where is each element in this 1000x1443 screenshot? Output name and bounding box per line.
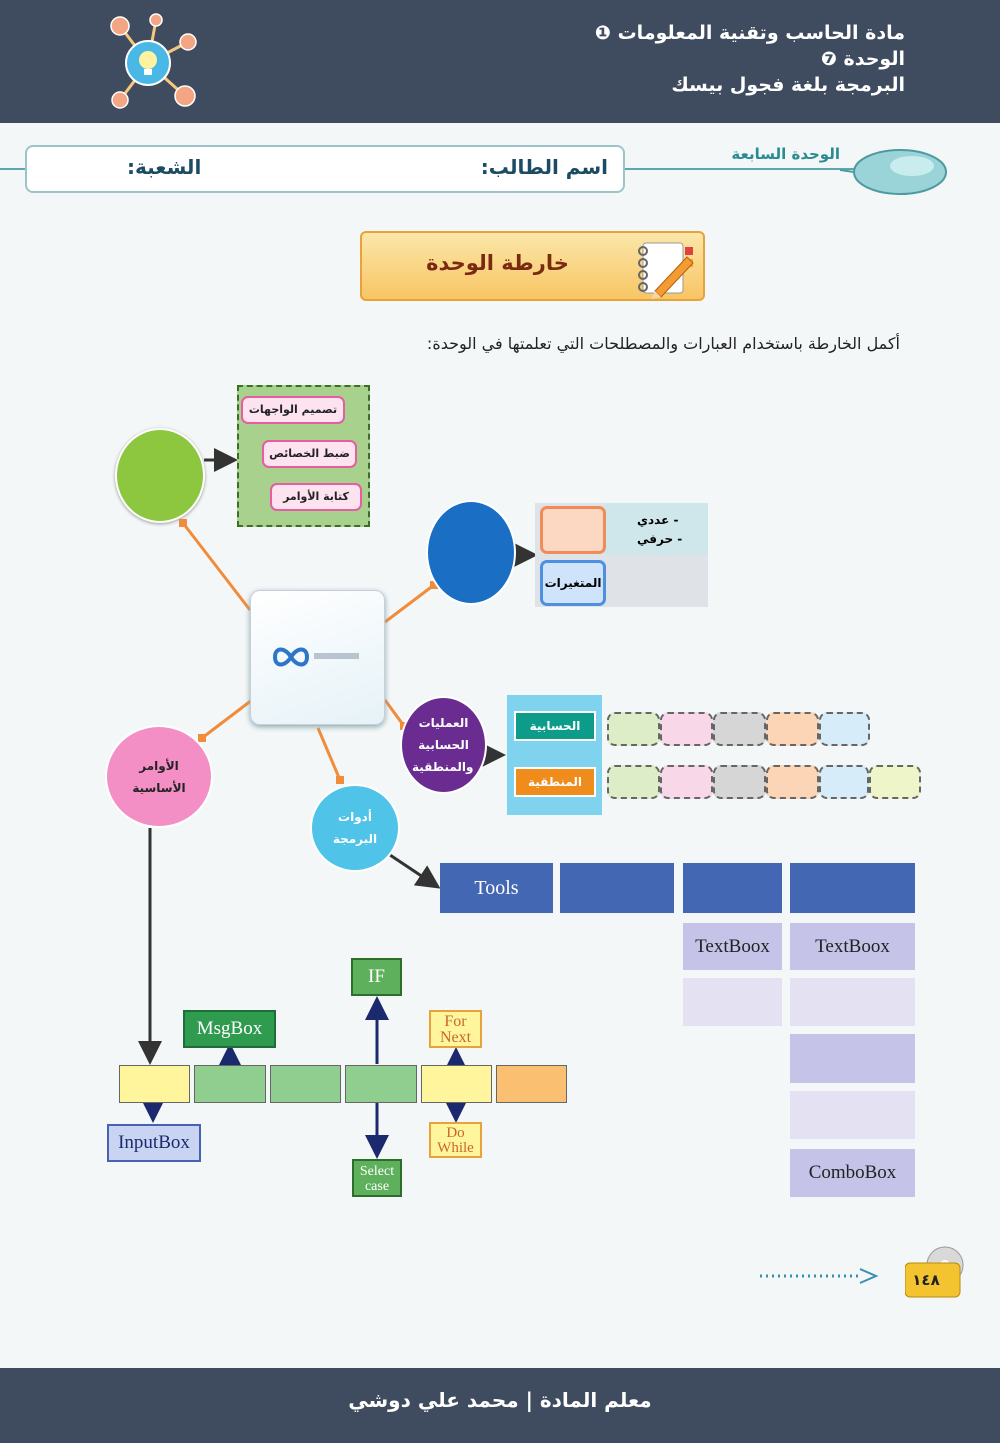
arithmetic-blank[interactable]	[713, 712, 766, 746]
tools-header-blank[interactable]	[683, 863, 782, 913]
step-write-code: كتابة الأوامر	[270, 483, 362, 511]
arithmetic-label: الحسابية	[514, 711, 596, 741]
command-blank[interactable]	[119, 1065, 190, 1103]
student-name-label: اسم الطالب:	[480, 155, 608, 179]
infinity-logo-icon	[272, 647, 310, 667]
notepad-pencil-icon	[638, 242, 694, 299]
title-banner: خارطة الوحدة	[360, 231, 705, 301]
tools-header: Tools	[440, 863, 553, 913]
combobox-cell: ComboBox	[790, 1149, 915, 1197]
textbox-cell: TextBoox	[790, 923, 915, 970]
visual-basic-logo-card	[250, 590, 385, 725]
dotted-arrow-icon	[760, 1268, 879, 1284]
type-string: - حرفي	[637, 532, 683, 546]
arithmetic-blank[interactable]	[766, 712, 819, 746]
arithmetic-blank[interactable]	[607, 712, 660, 746]
variables-label: المتغيرات	[540, 560, 606, 606]
textbox-cell: TextBoox	[683, 923, 782, 970]
programming-tools-circle: أدوات البرمجة	[310, 784, 400, 872]
teacher-credit: معلم المادة | محمد علي دوشي	[348, 1388, 652, 1412]
basic-commands-circle: الأوامر الأساسية	[105, 725, 213, 828]
logo-caption-mark	[314, 653, 359, 659]
subject-title: مادة الحاسب وتقنية المعلومات ❶	[594, 22, 905, 44]
variable-blank-box[interactable]	[540, 506, 606, 554]
section-label: الشعبة:	[127, 155, 202, 179]
unit-number: الوحدة ❼	[820, 48, 905, 70]
logical-label: المنطقية	[514, 767, 596, 797]
select-case-label: Select case	[352, 1159, 402, 1197]
logical-blank[interactable]	[869, 765, 921, 799]
logical-blank[interactable]	[766, 765, 819, 799]
step-set-properties: ضبط الخصائص	[262, 440, 357, 468]
student-info-box: اسم الطالب: الشعبة:	[25, 145, 625, 193]
unit-title: البرمجة بلغة فجول بيسك	[671, 74, 905, 96]
page-header: مادة الحاسب وتقنية المعلومات ❶ الوحدة ❼ …	[0, 0, 1000, 123]
command-blank[interactable]	[194, 1065, 266, 1103]
variable-types-area	[605, 503, 708, 555]
tools-header-blank[interactable]	[790, 863, 915, 913]
arithmetic-blank[interactable]	[819, 712, 870, 746]
logical-blank[interactable]	[819, 765, 869, 799]
tool-blank[interactable]	[790, 1091, 915, 1139]
do-while-label: Do While	[429, 1122, 482, 1158]
unit-divider-line	[620, 168, 860, 170]
type-numeric: - عددي	[637, 513, 679, 527]
variables-panel: - عددي - حرفي المتغيرات	[535, 503, 708, 607]
green-circle-blank[interactable]	[115, 428, 205, 523]
step-design-interface: تصميم الواجهات	[241, 396, 345, 424]
command-blank[interactable]	[270, 1065, 341, 1103]
arithmetic-blank[interactable]	[660, 712, 713, 746]
blue-circle-blank[interactable]	[426, 500, 516, 605]
left-divider-line	[0, 168, 30, 170]
tool-blank[interactable]	[790, 1034, 915, 1083]
page-number: ١٤٨	[912, 1271, 940, 1289]
mouse-icon	[840, 149, 947, 195]
msgbox-label: MsgBox	[183, 1010, 276, 1048]
logical-blank[interactable]	[607, 765, 660, 799]
command-blank[interactable]	[345, 1065, 417, 1103]
page-footer: معلم المادة | محمد علي دوشي	[0, 1368, 1000, 1443]
logical-blank[interactable]	[713, 765, 766, 799]
if-label: IF	[351, 958, 402, 996]
cd-folder-icon	[905, 1246, 964, 1298]
command-blank[interactable]	[496, 1065, 567, 1103]
inputbox-label: InputBox	[107, 1124, 201, 1162]
page-title: خارطة الوحدة	[426, 251, 569, 275]
instruction-text: أكمل الخارطة باستخدام العبارات والمصطلحا…	[426, 334, 900, 353]
logical-blank[interactable]	[660, 765, 713, 799]
command-blank[interactable]	[421, 1065, 492, 1103]
operations-panel: الحسابية المنطقية	[507, 695, 602, 815]
for-next-label: For Next	[429, 1010, 482, 1048]
tools-header-blank[interactable]	[560, 863, 674, 913]
unit-label: الوحدة السابعة	[731, 145, 840, 163]
tool-blank[interactable]	[683, 978, 782, 1026]
operations-circle: العمليات الحسابية والمنطقية	[400, 696, 487, 794]
tool-blank[interactable]	[790, 978, 915, 1026]
lightbulb-network-icon	[110, 13, 197, 109]
